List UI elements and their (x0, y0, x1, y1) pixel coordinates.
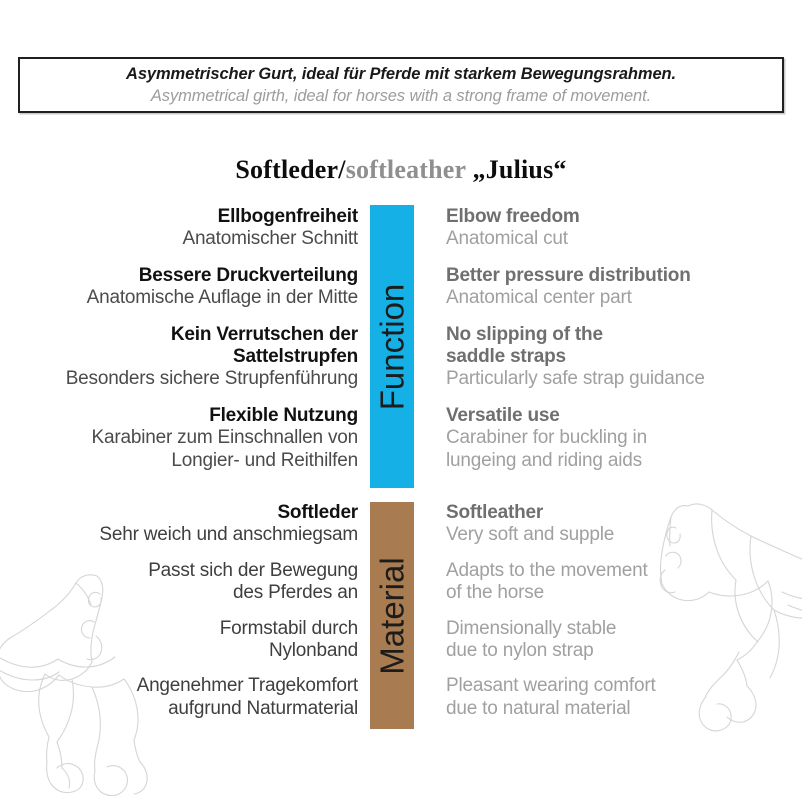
function-category-bar: Function (370, 205, 414, 488)
material-category-bar: Material (370, 502, 414, 729)
page-title-product-name: „Julius“ (465, 155, 567, 184)
page-title-german: Softleder/ (235, 155, 346, 184)
benefit-heading: Better pressure distribution (446, 264, 691, 286)
benefit-heading: Bessere Druckverteilung (138, 264, 358, 286)
benefit-subtext: Nylonband (268, 640, 358, 662)
page-title: Softleder/softleather „Julius“ (0, 155, 802, 185)
benefit-heading: Softleder (277, 502, 358, 523)
benefit-heading: Flexible Nutzung (209, 404, 358, 426)
benefit-subtext: Formstabil durch (219, 617, 358, 639)
benefit-heading: Ellbogenfreiheit (217, 206, 359, 227)
benefit-subtext: Karabiner zum Einschnallen von (91, 427, 359, 449)
intro-banner-text-wrap: Asymmetrischer Gurt, ideal für Pferde mi… (20, 59, 782, 111)
benefit-subtext: Anatomische Auflage in der Mitte (86, 287, 359, 309)
benefit-heading: Elbow freedom (446, 206, 580, 227)
material-category-label: Material (373, 556, 411, 675)
benefit-heading: Softleather (446, 502, 544, 523)
benefit-heading: saddle straps (446, 346, 566, 368)
benefit-subtext: aufgrund Naturmaterial (168, 697, 358, 719)
benefit-subtext: lungeing and riding aids (446, 449, 642, 471)
benefit-heading: Versatile use (446, 404, 560, 426)
benefit-subtext: Longier- und Reithilfen (171, 449, 358, 471)
benefit-heading: No slipping of the (446, 323, 603, 345)
intro-banner-german-text: Asymmetrischer Gurt, ideal für Pferde mi… (126, 64, 676, 83)
benefit-subtext: Carabiner for buckling in (446, 427, 647, 449)
intro-banner: Asymmetrischer Gurt, ideal für Pferde mi… (18, 57, 784, 113)
function-category-label: Function (373, 283, 411, 410)
benefit-subtext: due to nylon strap (446, 640, 594, 662)
benefit-subtext: Pleasant wearing comfort (446, 675, 656, 697)
benefit-subtext: des Pferdes an (232, 582, 358, 604)
benefit-subtext: Besonders sichere Strupfenführung (65, 368, 359, 390)
page-title-english: softleather (345, 155, 466, 184)
intro-banner-english-text: Asymmetrical girth, ideal for horses wit… (150, 87, 652, 105)
benefit-heading: Kein Verrutschen der (170, 323, 358, 345)
benefit-subtext: Angenehmer Tragekomfort (136, 675, 359, 697)
benefit-subtext: Anatomical center part (446, 287, 632, 309)
benefit-subtext: Dimensionally stable (446, 617, 617, 639)
benefit-subtext: Passt sich der Bewegung (148, 559, 358, 581)
benefit-subtext: Adapts to the movement (446, 559, 648, 581)
benefit-subtext: Anatomischer Schnitt (182, 228, 358, 250)
benefit-subtext: due to natural material (446, 697, 631, 719)
benefit-subtext: Very soft and supple (446, 524, 615, 546)
benefit-subtext: of the horse (446, 582, 544, 604)
benefit-subtext: Sehr weich und anschmiegsam (99, 524, 358, 546)
benefit-subtext: Anatomical cut (446, 228, 568, 250)
benefit-subtext: Particularly safe strap guidance (446, 368, 705, 390)
benefit-heading: Sattelstrupfen (233, 346, 358, 368)
